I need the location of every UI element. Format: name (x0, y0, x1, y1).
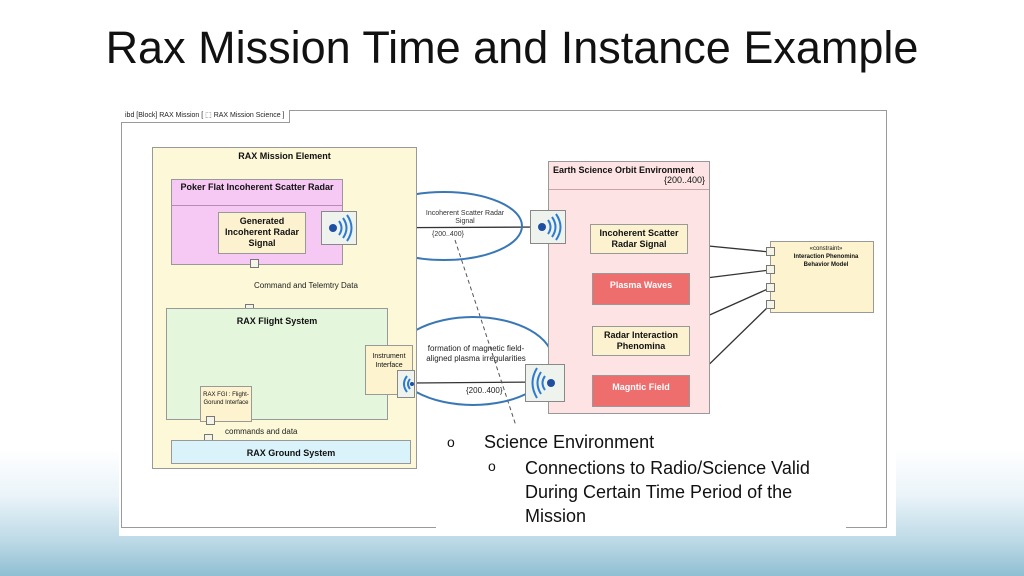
rax-fgi-label: RAX FGI : Flight-Gorund Interface (203, 392, 249, 406)
earth-env-multiplicity: {200..400} (663, 175, 705, 185)
bullet-marker-2: o (488, 458, 496, 474)
commands-link-label: commands and data (225, 427, 298, 436)
plasma-waves-label: Plasma Waves (609, 280, 673, 290)
instrument-interface-label: Instrument Interface (372, 353, 406, 369)
bullet-marker-1: o (447, 434, 455, 450)
ground-system-label: RAX Ground System (246, 448, 336, 458)
earth-env-title: Earth Science Orbit Environment (553, 165, 695, 175)
constraint-stereotype: «constraint» (809, 246, 843, 252)
env-incoherent-signal: Incoherent Scatter Radar Signal (590, 224, 688, 254)
rax-ground-system: RAX Ground System (171, 440, 411, 464)
plasma-link-multiplicity: {200..400} (466, 386, 503, 395)
slide-title: Rax Mission Time and Instance Example (105, 22, 919, 73)
radar-interaction-label: Radar Interaction Phenomina (603, 330, 679, 351)
radar-link-multiplicity: {200..400} (432, 231, 464, 238)
env-magnetic-field: Magntic Field (592, 375, 690, 407)
bullet-area (436, 426, 846, 528)
env-incoherent-label: Incoherent Scatter Radar Signal (599, 228, 679, 249)
magnetic-field-label: Magntic Field (612, 382, 670, 392)
bullet-science-environment: Science Environment (484, 432, 655, 452)
rax-fgi: RAX FGI : Flight-Gorund Interface (200, 386, 252, 422)
flight-system-title: RAX Flight System (236, 316, 318, 326)
constraint-port-3 (766, 283, 775, 292)
radar-link-label: Incoherent Scatter Radar Signal (425, 210, 505, 225)
constraint-port-2 (766, 265, 775, 274)
radar-port (250, 259, 259, 268)
frame-label: ibd [Block] RAX Mission [ ⬚ RAX Mission … (121, 110, 290, 123)
constraint-port-4 (766, 300, 775, 309)
constraint-name: Interaction Phenomina Behavior Model (793, 254, 859, 268)
earth-divider (549, 189, 709, 190)
fgi-port (206, 416, 215, 425)
radar-divider (172, 205, 342, 206)
command-link-label: Command and Telemtry Data (254, 281, 358, 290)
generated-radar-signal: Generated Incoherent Radar Signal (218, 212, 306, 254)
mission-element-title: RAX Mission Element (238, 151, 331, 161)
instrument-wireless-icon (397, 370, 415, 398)
env-wireless-icon (530, 210, 566, 244)
magnetic-wireless-icon (525, 364, 565, 402)
constraint-port-1 (766, 247, 775, 256)
bullet-connections: Connections to Radio/Science Valid Durin… (525, 458, 810, 526)
env-radar-interaction: Radar Interaction Phenomina (592, 326, 690, 356)
radar-block-title: Poker Flat Incoherent Scatter Radar (180, 182, 334, 192)
radar-wireless-icon (321, 211, 357, 245)
constraint-block: «constraint» Interaction Phenomina Behav… (770, 241, 874, 313)
plasma-link-label: formation of magnetic field-aligned plas… (426, 344, 526, 363)
generated-radar-signal-label: Generated Incoherent Radar Signal (224, 216, 300, 248)
env-plasma-waves: Plasma Waves (592, 273, 690, 305)
